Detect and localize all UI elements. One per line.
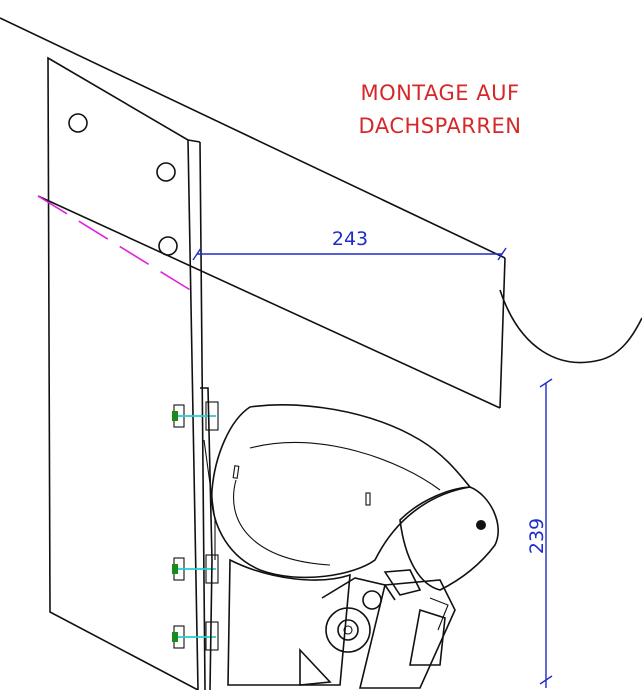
bolt-bottom: [172, 621, 219, 651]
bolt-top: [172, 401, 219, 431]
dimension-horizontal: 243: [192, 228, 507, 261]
bolt-middle: [172, 554, 219, 584]
dimension-vertical: 239: [526, 378, 553, 688]
annotation-line-2: DACHSPARREN: [359, 114, 522, 138]
dimension-243-label: 243: [332, 228, 368, 250]
mounting-annotation: MONTAGE AUF DACHSPARREN: [359, 81, 522, 138]
center-line: [37, 195, 201, 297]
plate-holes: [68, 113, 178, 256]
connector-box: [358, 569, 456, 689]
rafter-outline: [0, 17, 642, 409]
annotation-line-1: MONTAGE AUF: [360, 81, 519, 105]
siren-body: [211, 404, 499, 591]
dimension-239-label: 239: [526, 518, 548, 554]
motor-housing: [227, 558, 396, 686]
mounting-plate: [47, 56, 206, 690]
